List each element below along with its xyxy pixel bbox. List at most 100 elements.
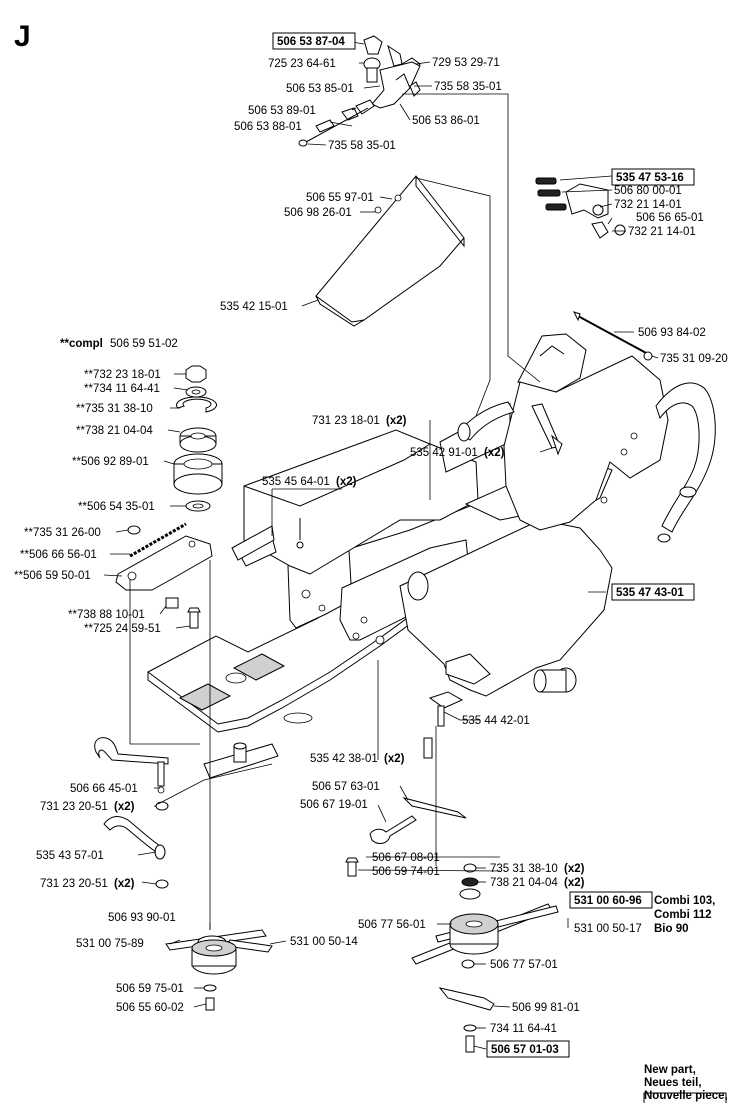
label-535-42-38-01-value: 535 42 38-01 — [310, 753, 378, 765]
label-535-45-64-01-value: 535 45 64-01 — [262, 476, 330, 488]
label-735-31-09-20: 735 31 09-20 — [660, 353, 728, 365]
label-735-58-35-01-b: 735 58 35-01 — [328, 140, 396, 152]
label-535-42-91-01: 535 42 91-01 (x2) — [410, 447, 505, 459]
steering-rod — [573, 311, 653, 361]
label-506-53-88-01: 506 53 88-01 — [234, 121, 302, 133]
section-letter: J — [14, 20, 31, 53]
label-506-53-87-04: 506 53 87-04 — [277, 36, 345, 48]
label-506-59-50-01: **506 59 50-01 — [14, 570, 91, 582]
label-506-77-56-01: 506 77 56-01 — [358, 919, 426, 931]
label-combi-103: Combi 103, — [654, 895, 715, 907]
right-pulley-stack — [345, 691, 559, 1053]
label-535-42-15-01: 535 42 15-01 — [220, 301, 288, 313]
label-735-31-38-10-x2-qty: (x2) — [564, 863, 585, 875]
label-735-31-38-10-x2: 735 31 38-10 (x2) — [490, 863, 585, 875]
label-506-67-19-01: 506 67 19-01 — [300, 799, 368, 811]
label-506-59-74-01: 506 59 74-01 — [372, 866, 440, 878]
label-535-47-43-01: 535 47 43-01 — [616, 587, 684, 599]
label-735-31-26-00: **735 31 26-00 — [24, 527, 101, 539]
label-725-23-64-61: 725 23 64-61 — [268, 58, 336, 70]
label-731-23-20-51-b-qty: (x2) — [114, 878, 135, 890]
label-738-21-04-04: **738 21 04-04 — [76, 425, 153, 437]
label-732-21-14-01-b: 732 21 14-01 — [628, 226, 696, 238]
label-732-23-18-01: **732 23 18-01 — [84, 369, 161, 381]
label-506-56-65-01: 506 56 65-01 — [636, 212, 704, 224]
label-731-23-20-51-b-value: 731 23 20-51 — [40, 878, 108, 890]
label-531-00-75-89: 531 00 75-89 — [76, 938, 144, 950]
label-738-88-10-01: **738 88 10-01 — [68, 609, 145, 621]
label-738-21-04-04-x2-value: 738 21 04-04 — [490, 877, 558, 889]
label-506-53-85-01: 506 53 85-01 — [286, 83, 354, 95]
label-535-42-38-01: 535 42 38-01 (x2) — [310, 753, 405, 765]
label-535-43-57-01: 535 43 57-01 — [36, 850, 104, 862]
label-506-98-26-01: 506 98 26-01 — [284, 207, 352, 219]
label-731-23-18-01-qty: (x2) — [386, 415, 407, 427]
label-506-92-89-01: **506 92 89-01 — [72, 456, 149, 468]
legend-line-1: New part, — [644, 1064, 696, 1076]
label-506-57-63-01: 506 57 63-01 — [312, 781, 380, 793]
label-506-99-81-01: 506 99 81-01 — [512, 1002, 580, 1014]
label-729-53-29-71: 729 53 29-71 — [432, 57, 500, 69]
compl-prefix: **compl — [60, 338, 103, 350]
main-frame — [147, 333, 716, 733]
label-531-00-50-17: 531 00 50-17 — [574, 923, 642, 935]
legend-line-3: Nouvelle piece, — [644, 1090, 728, 1102]
label-535-45-64-01-qty: (x2) — [336, 476, 357, 488]
label-535-42-91-01-value: 535 42 91-01 — [410, 447, 478, 459]
label-506-55-60-02: 506 55 60-02 — [116, 1002, 184, 1014]
left-pulley-assembly — [165, 929, 273, 1011]
lever-assembly — [298, 35, 421, 147]
label-731-23-20-51-b: 731 23 20-51 (x2) — [40, 878, 135, 890]
mounting-bracket — [535, 177, 626, 239]
label-731-23-20-51-a: 731 23 20-51 (x2) — [40, 801, 135, 813]
label-732-21-14-01-a: 732 21 14-01 — [614, 199, 682, 211]
label-731-23-18-01: 731 23 18-01 (x2) — [312, 415, 407, 427]
label-734-11-64-41: **734 11 64-41 — [84, 383, 160, 395]
new-part-box-506-53-87-04 — [272, 32, 356, 50]
label-535-42-38-01-qty: (x2) — [384, 753, 405, 765]
label-531-00-60-96: 531 00 60-96 — [574, 895, 642, 907]
leader-lines — [103, 41, 659, 1050]
new-part-box-535-47-43-01 — [611, 583, 695, 601]
label-506-77-57-01: 506 77 57-01 — [490, 959, 558, 971]
label-506-54-35-01: **506 54 35-01 — [78, 501, 155, 513]
new-part-box-535-47-53-16 — [611, 168, 695, 186]
label-506-93-90-01: 506 93 90-01 — [108, 912, 176, 924]
label-506-59-75-01: 506 59 75-01 — [116, 983, 184, 995]
label-735-31-38-10-x2-value: 735 31 38-10 — [490, 863, 558, 875]
label-535-44-42-01: 535 44 42-01 — [462, 715, 530, 727]
part-labels: 506 53 87-04 725 23 64-61 729 53 29-71 5… — [14, 36, 728, 1056]
label-506-53-89-01: 506 53 89-01 — [248, 105, 316, 117]
legend: New part, Neues teil, Nouvelle piece, — [644, 1064, 728, 1102]
label-734-11-64-41: 734 11 64-41 — [490, 1023, 557, 1035]
label-506-66-56-01: **506 66 56-01 — [20, 549, 97, 561]
label-731-23-18-01-value: 731 23 18-01 — [312, 415, 380, 427]
label-506-57-01-03: 506 57 01-03 — [491, 1044, 559, 1056]
label-combi-112: Combi 112 — [654, 909, 712, 921]
label-bio-90: Bio 90 — [654, 923, 689, 935]
label-738-21-04-04-x2: 738 21 04-04 (x2) — [490, 877, 585, 889]
label-506-66-45-01: 506 66 45-01 — [70, 783, 138, 795]
label-725-24-59-51: **725 24 59-51 — [84, 623, 161, 635]
label-535-47-53-16: 535 47 53-16 — [616, 172, 684, 184]
legend-line-2: Neues teil, — [644, 1077, 702, 1089]
cover-plate — [315, 175, 465, 327]
new-part-box-506-57-01-03 — [486, 1040, 570, 1058]
label-506-93-84-02: 506 93 84-02 — [638, 327, 706, 339]
spindle-stack — [115, 365, 223, 629]
label-731-23-20-51-a-qty: (x2) — [114, 801, 135, 813]
label-506-67-08-01: 506 67 08-01 — [372, 852, 440, 864]
label-535-45-64-01: 535 45 64-01 (x2) — [262, 476, 357, 488]
compl-value: 506 59 51-02 — [110, 338, 178, 350]
label-731-23-20-51-a-value: 731 23 20-51 — [40, 801, 108, 813]
label-506-80-00-01: 506 80 00-01 — [614, 185, 682, 197]
label-531-00-50-14: 531 00 50-14 — [290, 936, 358, 948]
label-735-58-35-01-a: 735 58 35-01 — [434, 81, 502, 93]
label-535-42-91-01-qty: (x2) — [484, 447, 505, 459]
label-compl: **compl 506 59 51-02 — [60, 338, 178, 350]
label-506-53-86-01: 506 53 86-01 — [412, 115, 480, 127]
label-506-55-97-01: 506 55 97-01 — [306, 192, 374, 204]
new-part-box-531-00-60-96 — [569, 891, 653, 909]
label-738-21-04-04-x2-qty: (x2) — [564, 877, 585, 889]
